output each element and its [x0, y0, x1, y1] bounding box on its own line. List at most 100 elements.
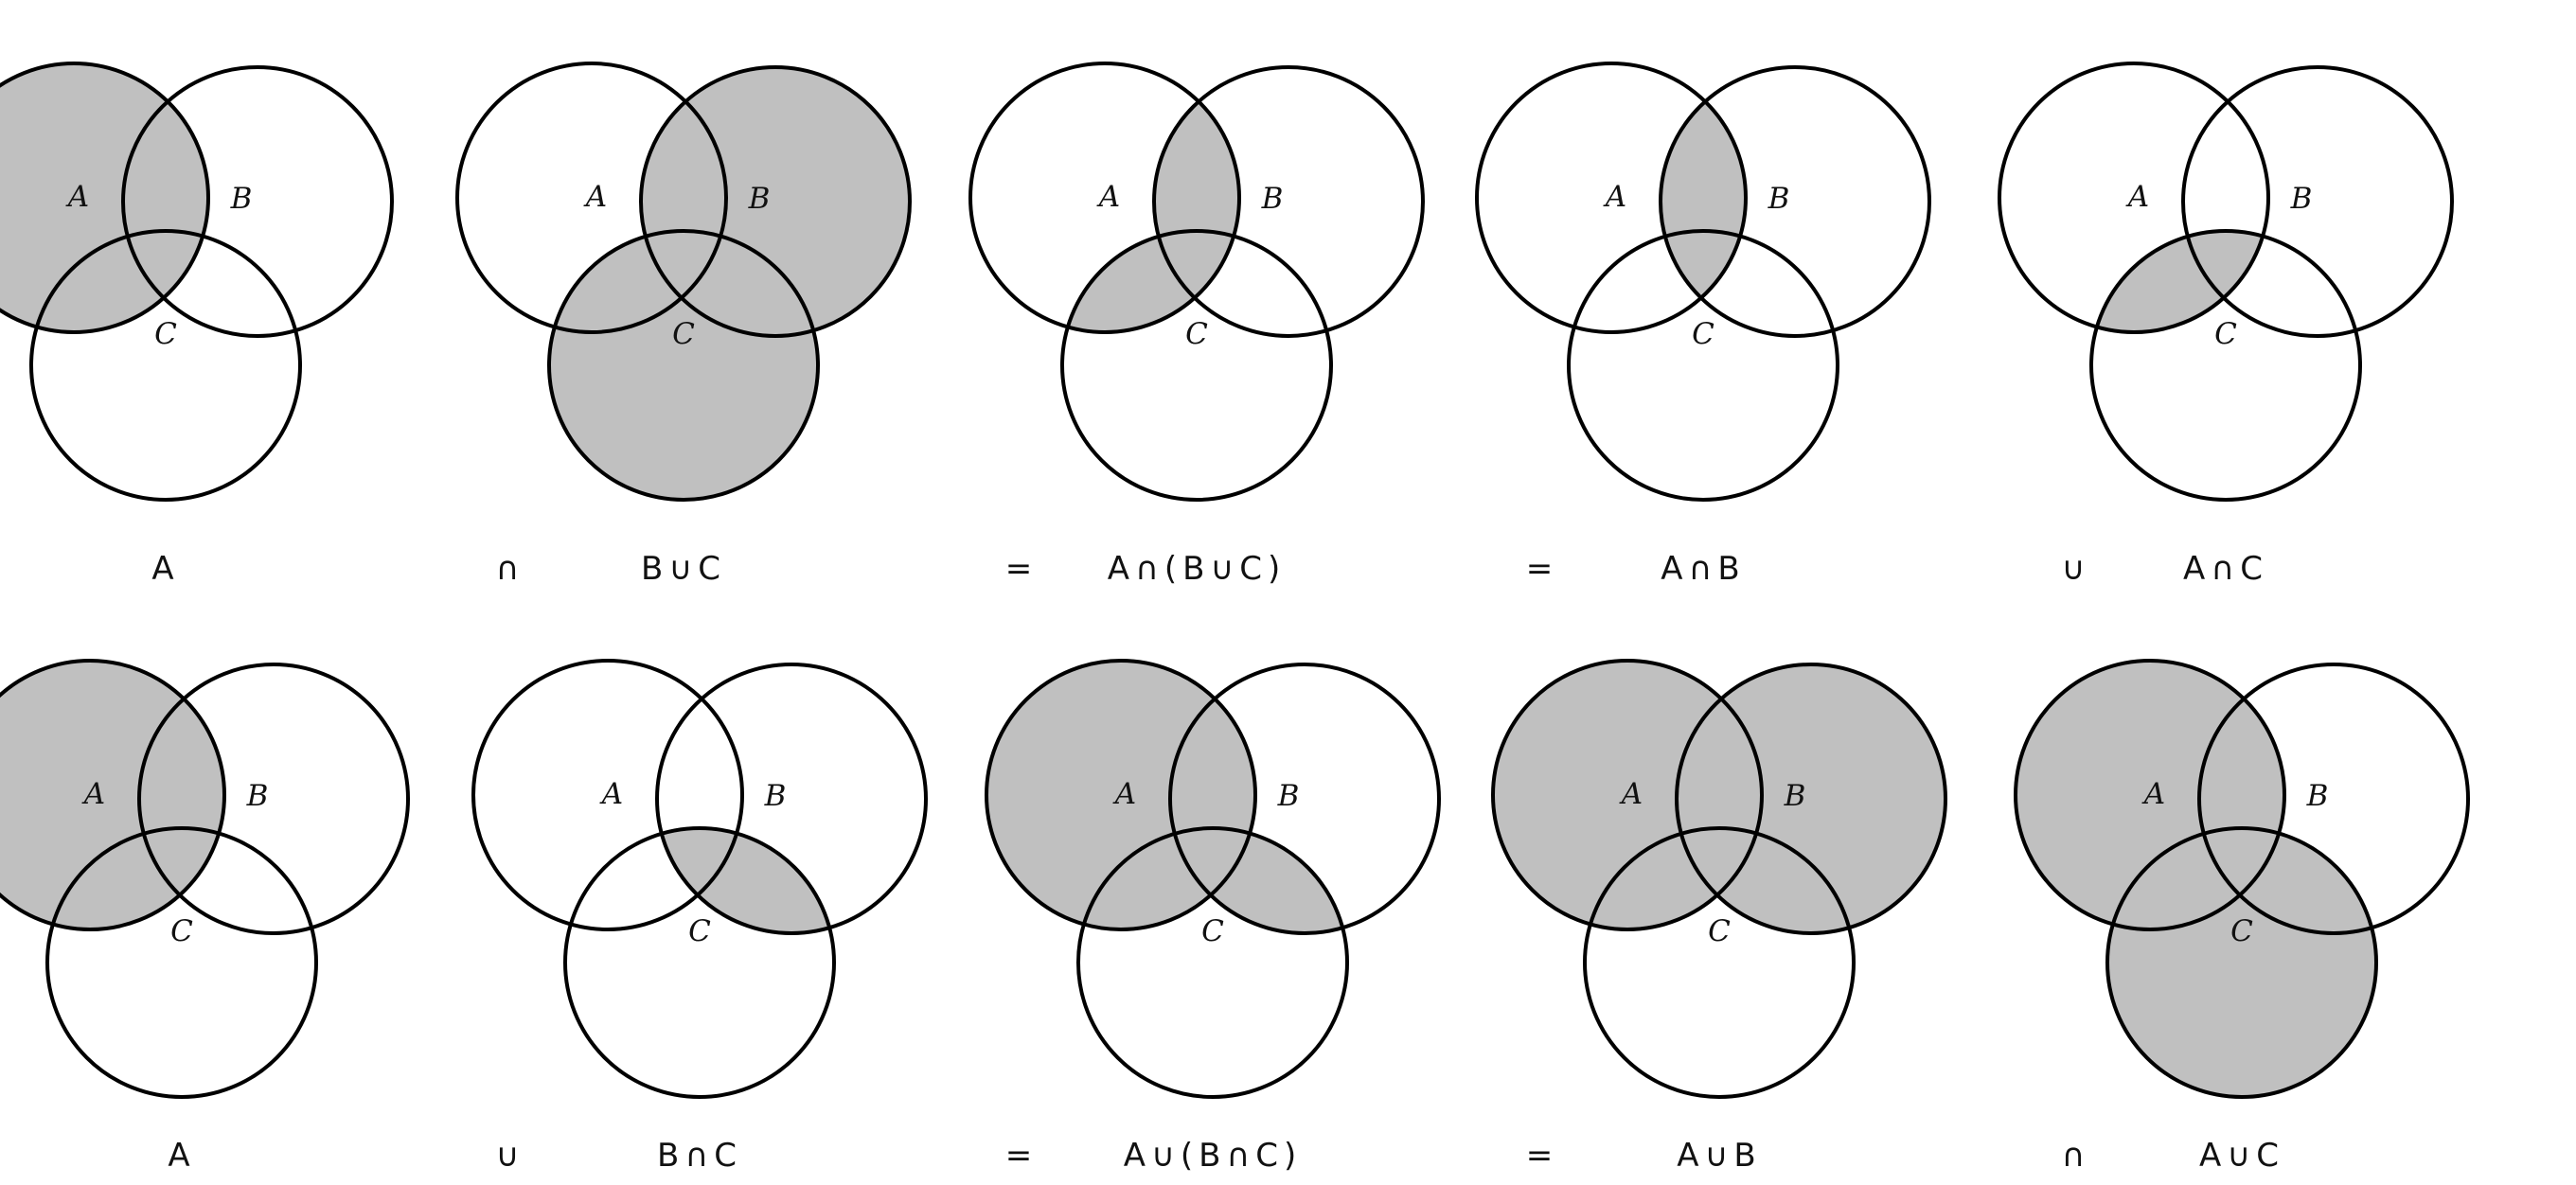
diagram-caption: B∪C: [641, 550, 726, 588]
set-label-a: A: [1096, 180, 1120, 214]
shaded-region-c: [2107, 828, 2376, 1097]
circle-c: [547, 229, 820, 502]
circle-c: [45, 826, 318, 1099]
shaded-region-bc-fill: [657, 828, 834, 933]
circle-c: [2089, 229, 2362, 502]
set-label-b: B: [748, 182, 771, 216]
circle-c: [29, 229, 302, 502]
set-label-c: C: [1185, 317, 1208, 351]
set-label-b: B: [1768, 182, 1790, 216]
circle-b: [1659, 65, 1931, 338]
venn-1-3: A B C A∩(B∪C): [968, 62, 1425, 588]
set-label-c: C: [1692, 317, 1714, 351]
circle-a: [2014, 659, 2286, 931]
diagram-caption: A∩C: [2183, 550, 2268, 588]
diagram-caption: B∩C: [657, 1137, 742, 1175]
set-label-c: C: [154, 317, 177, 351]
circle-c: [1076, 826, 1349, 1099]
venn-1-2: A B C B∪C: [455, 62, 912, 588]
set-label-b: B: [230, 182, 253, 216]
venn-2-4: A B C A∪B: [1491, 659, 1947, 1175]
set-label-a: A: [1619, 777, 1643, 811]
set-label-b: B: [764, 779, 787, 813]
set-label-b: B: [1277, 779, 1300, 813]
set-label-c: C: [170, 914, 193, 948]
diagram-caption: A∪(B∩C): [1124, 1137, 1303, 1175]
set-label-a: A: [81, 777, 105, 811]
shaded-region-ac-fill: [1062, 231, 1239, 332]
set-label-a: A: [2125, 180, 2149, 214]
circle-a: [985, 659, 1257, 931]
shaded-region-ac: [2091, 231, 2268, 332]
circle-c: [563, 826, 836, 1099]
circle-a: [0, 659, 226, 931]
diagram-caption: A: [168, 1137, 195, 1175]
shaded-region-ac-fill: [2091, 231, 2268, 332]
circle-b: [655, 663, 928, 935]
operator-symbol: ∩: [2062, 1137, 2086, 1175]
set-label-c: C: [672, 317, 695, 351]
set-label-c: C: [688, 914, 711, 948]
circle-b: [2181, 65, 2454, 338]
set-label-b: B: [2290, 182, 2313, 216]
venn-2-1: A B C A: [0, 659, 410, 1175]
venn-1-4: A B C A∩B: [1475, 62, 1931, 588]
venn-1-1: A B C A: [0, 62, 394, 588]
operator-symbol: =: [1005, 1137, 1033, 1175]
venn-2-2: A B C B∩C: [471, 659, 928, 1175]
operator-symbol: =: [1526, 1137, 1554, 1175]
circle-b: [1675, 663, 1947, 935]
operator-symbol: ∪: [2062, 550, 2086, 588]
set-label-b: B: [246, 779, 269, 813]
circle-b: [137, 663, 410, 935]
set-label-c: C: [1708, 914, 1731, 948]
circle-a: [1998, 62, 2270, 334]
operator-symbol: =: [1526, 550, 1554, 588]
set-label-a: A: [583, 180, 607, 214]
circle-b: [1168, 663, 1441, 935]
operator-symbol: ∪: [496, 1137, 520, 1175]
diagram-caption: A∪C: [2199, 1137, 2284, 1175]
set-label-b: B: [1784, 779, 1806, 813]
circle-b: [2197, 663, 2470, 935]
circle-a: [0, 62, 210, 334]
row-distributive-intersection: A B C A A B C B∪C A B C A∩(B∪C) A B C A∩B A B C A∩C ∩ = = ∪: [0, 62, 2454, 588]
shaded-region-bc: [1170, 828, 1347, 933]
operator-symbol: =: [1005, 550, 1033, 588]
shaded-region-a: [0, 63, 208, 332]
set-label-a: A: [599, 777, 623, 811]
diagram-caption: A∪B: [1677, 1137, 1761, 1175]
circle-a: [455, 62, 728, 334]
venn-2-5: A B C A∪C: [2014, 659, 2470, 1175]
shaded-region-ac: [1062, 231, 1239, 332]
operator-symbol: ∩: [496, 550, 520, 588]
set-label-a: A: [2141, 777, 2165, 811]
set-label-a: A: [1603, 180, 1626, 214]
diagram-caption: A: [151, 550, 179, 588]
set-label-a: A: [1112, 777, 1136, 811]
venn-1-5: A B C A∩C: [1998, 62, 2454, 588]
set-label-c: C: [2230, 914, 2253, 948]
circle-c: [1060, 229, 1333, 502]
set-label-b: B: [1261, 182, 1284, 216]
circle-c: [1567, 229, 1839, 502]
shaded-region-bc: [657, 828, 834, 933]
set-label-c: C: [2214, 317, 2237, 351]
circle-b: [1152, 65, 1425, 338]
circle-a: [471, 659, 744, 931]
circle-a: [1491, 659, 1764, 931]
shaded-region-bc-fill: [1170, 828, 1347, 933]
circle-b: [639, 65, 912, 338]
diagram-caption: A∩B: [1661, 550, 1745, 588]
diagram-caption: A∩(B∪C): [1108, 550, 1287, 588]
circle-b: [121, 65, 394, 338]
circle-a: [1475, 62, 1748, 334]
circle-c: [1583, 826, 1856, 1099]
circle-a: [968, 62, 1241, 334]
shaded-region-a: [0, 661, 224, 929]
set-label-b: B: [2306, 779, 2329, 813]
set-label-a: A: [65, 180, 89, 214]
shaded-region-c: [549, 231, 818, 500]
